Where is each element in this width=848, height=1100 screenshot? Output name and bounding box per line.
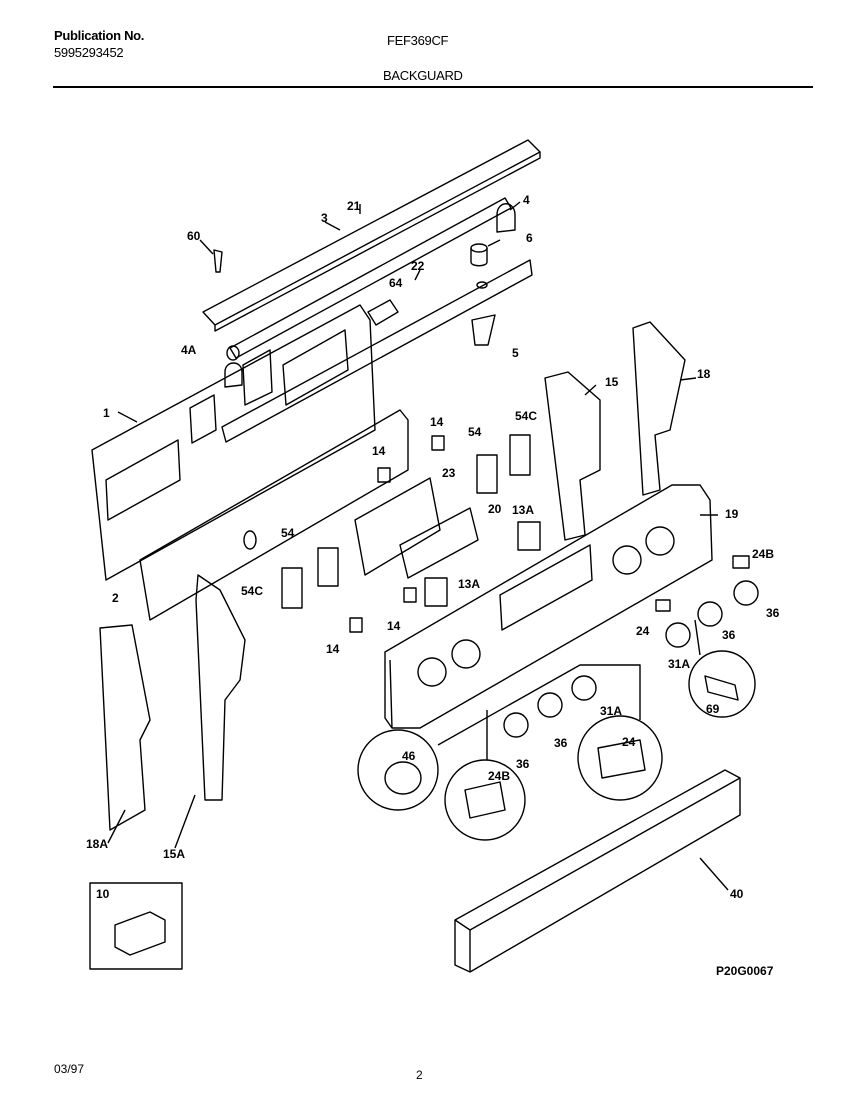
knob-36d (503, 712, 529, 738)
label-19: 19 (725, 507, 739, 521)
label-54-a: 54 (468, 425, 482, 439)
spacer-6 (470, 248, 488, 267)
detail-circle-46 (357, 729, 439, 811)
label-46: 46 (402, 749, 416, 763)
knob-31aa (665, 622, 691, 648)
label-31a-b: 31A (600, 704, 622, 718)
switch-54a (476, 454, 498, 494)
model-number: FEF369CF (387, 33, 449, 48)
label-4: 4 (523, 193, 530, 207)
label-24-a: 24 (636, 624, 650, 638)
end-cap-4a (224, 362, 243, 388)
footer-date: 03/97 (54, 1062, 85, 1076)
footer-page-number: 2 (416, 1068, 423, 1082)
knob-36a (733, 580, 759, 606)
label-15: 15 (605, 375, 619, 389)
screw-60 (213, 249, 223, 273)
control-panel-housing (384, 484, 713, 729)
label-36-b: 36 (722, 628, 736, 642)
relay-13aa (517, 521, 541, 551)
label-1: 1 (103, 406, 110, 420)
label-60: 60 (187, 229, 201, 243)
label-14-d: 14 (326, 642, 340, 656)
detail-circle-24 (577, 715, 663, 801)
header-rule (53, 86, 813, 88)
detail-circle-69 (688, 650, 756, 718)
label-20: 20 (488, 502, 502, 516)
right-bracket-15 (544, 371, 601, 541)
label-14-b: 14 (372, 444, 386, 458)
clock-20 (399, 507, 479, 579)
right-end-cap-18 (632, 321, 686, 496)
label-24-c: 24 (622, 735, 636, 749)
label-15a: 15A (163, 847, 185, 861)
label-36-a: 36 (766, 606, 780, 620)
label-54c-a: 54C (515, 409, 537, 423)
tube-part (229, 197, 512, 359)
section-title: BACKGUARD (383, 68, 463, 83)
lamp-14d (349, 617, 363, 633)
top-trim-part (202, 139, 541, 326)
label-23: 23 (442, 466, 456, 480)
back-plate-part (221, 259, 533, 443)
label-5: 5 (512, 346, 519, 360)
label-13a-a: 13A (512, 503, 534, 517)
lower-bracket-part (139, 409, 409, 621)
relay-13ab (424, 577, 448, 607)
switch-54b (317, 547, 339, 587)
left-side-bracket-15a (195, 574, 246, 801)
label-31a-a: 31A (668, 657, 690, 671)
label-2: 2 (112, 591, 119, 605)
bracket-64 (367, 299, 399, 326)
lamp-14b (377, 467, 391, 483)
label-69: 69 (706, 702, 720, 716)
main-back-panel (91, 304, 376, 581)
label-36-d: 36 (516, 757, 530, 771)
detail-box-10 (89, 882, 183, 970)
label-10: 10 (96, 887, 110, 901)
end-cap-4 (496, 203, 516, 233)
diagram-code: P20G0067 (716, 964, 774, 978)
lamp-14a (431, 435, 445, 451)
label-6: 6 (526, 231, 533, 245)
clock-frame-23 (354, 477, 441, 576)
label-18: 18 (697, 367, 711, 381)
label-54-b: 54 (281, 526, 295, 540)
label-21: 21 (347, 199, 361, 213)
label-40: 40 (730, 887, 744, 901)
knob-36b (697, 601, 723, 627)
label-14-c: 14 (387, 619, 401, 633)
label-14-a: 14 (430, 415, 444, 429)
switch-24-small (655, 599, 671, 612)
label-3: 3 (321, 211, 328, 225)
label-13a-b: 13A (458, 577, 480, 591)
front-trim-40 (454, 769, 741, 973)
label-24b-b: 24B (488, 769, 510, 783)
publication-number: 5995293452 (54, 45, 124, 60)
knob-31ab (571, 675, 597, 701)
detail-circle-24b (444, 759, 526, 841)
lamp-14c (403, 587, 417, 603)
switch-54cb (281, 567, 303, 609)
publication-label: Publication No. (54, 28, 145, 43)
label-64: 64 (389, 276, 403, 290)
label-4a: 4A (181, 343, 197, 357)
knob-36c (537, 692, 563, 718)
label-18a: 18A (86, 837, 108, 851)
clip-5 (471, 314, 496, 346)
label-24b-a: 24B (752, 547, 774, 561)
left-end-cap-18a (99, 624, 151, 831)
label-54c-b: 54C (241, 584, 263, 598)
switch-24b-small (732, 555, 750, 569)
label-36-c: 36 (554, 736, 568, 750)
switch-54ca (509, 434, 531, 476)
label-22: 22 (411, 259, 425, 273)
